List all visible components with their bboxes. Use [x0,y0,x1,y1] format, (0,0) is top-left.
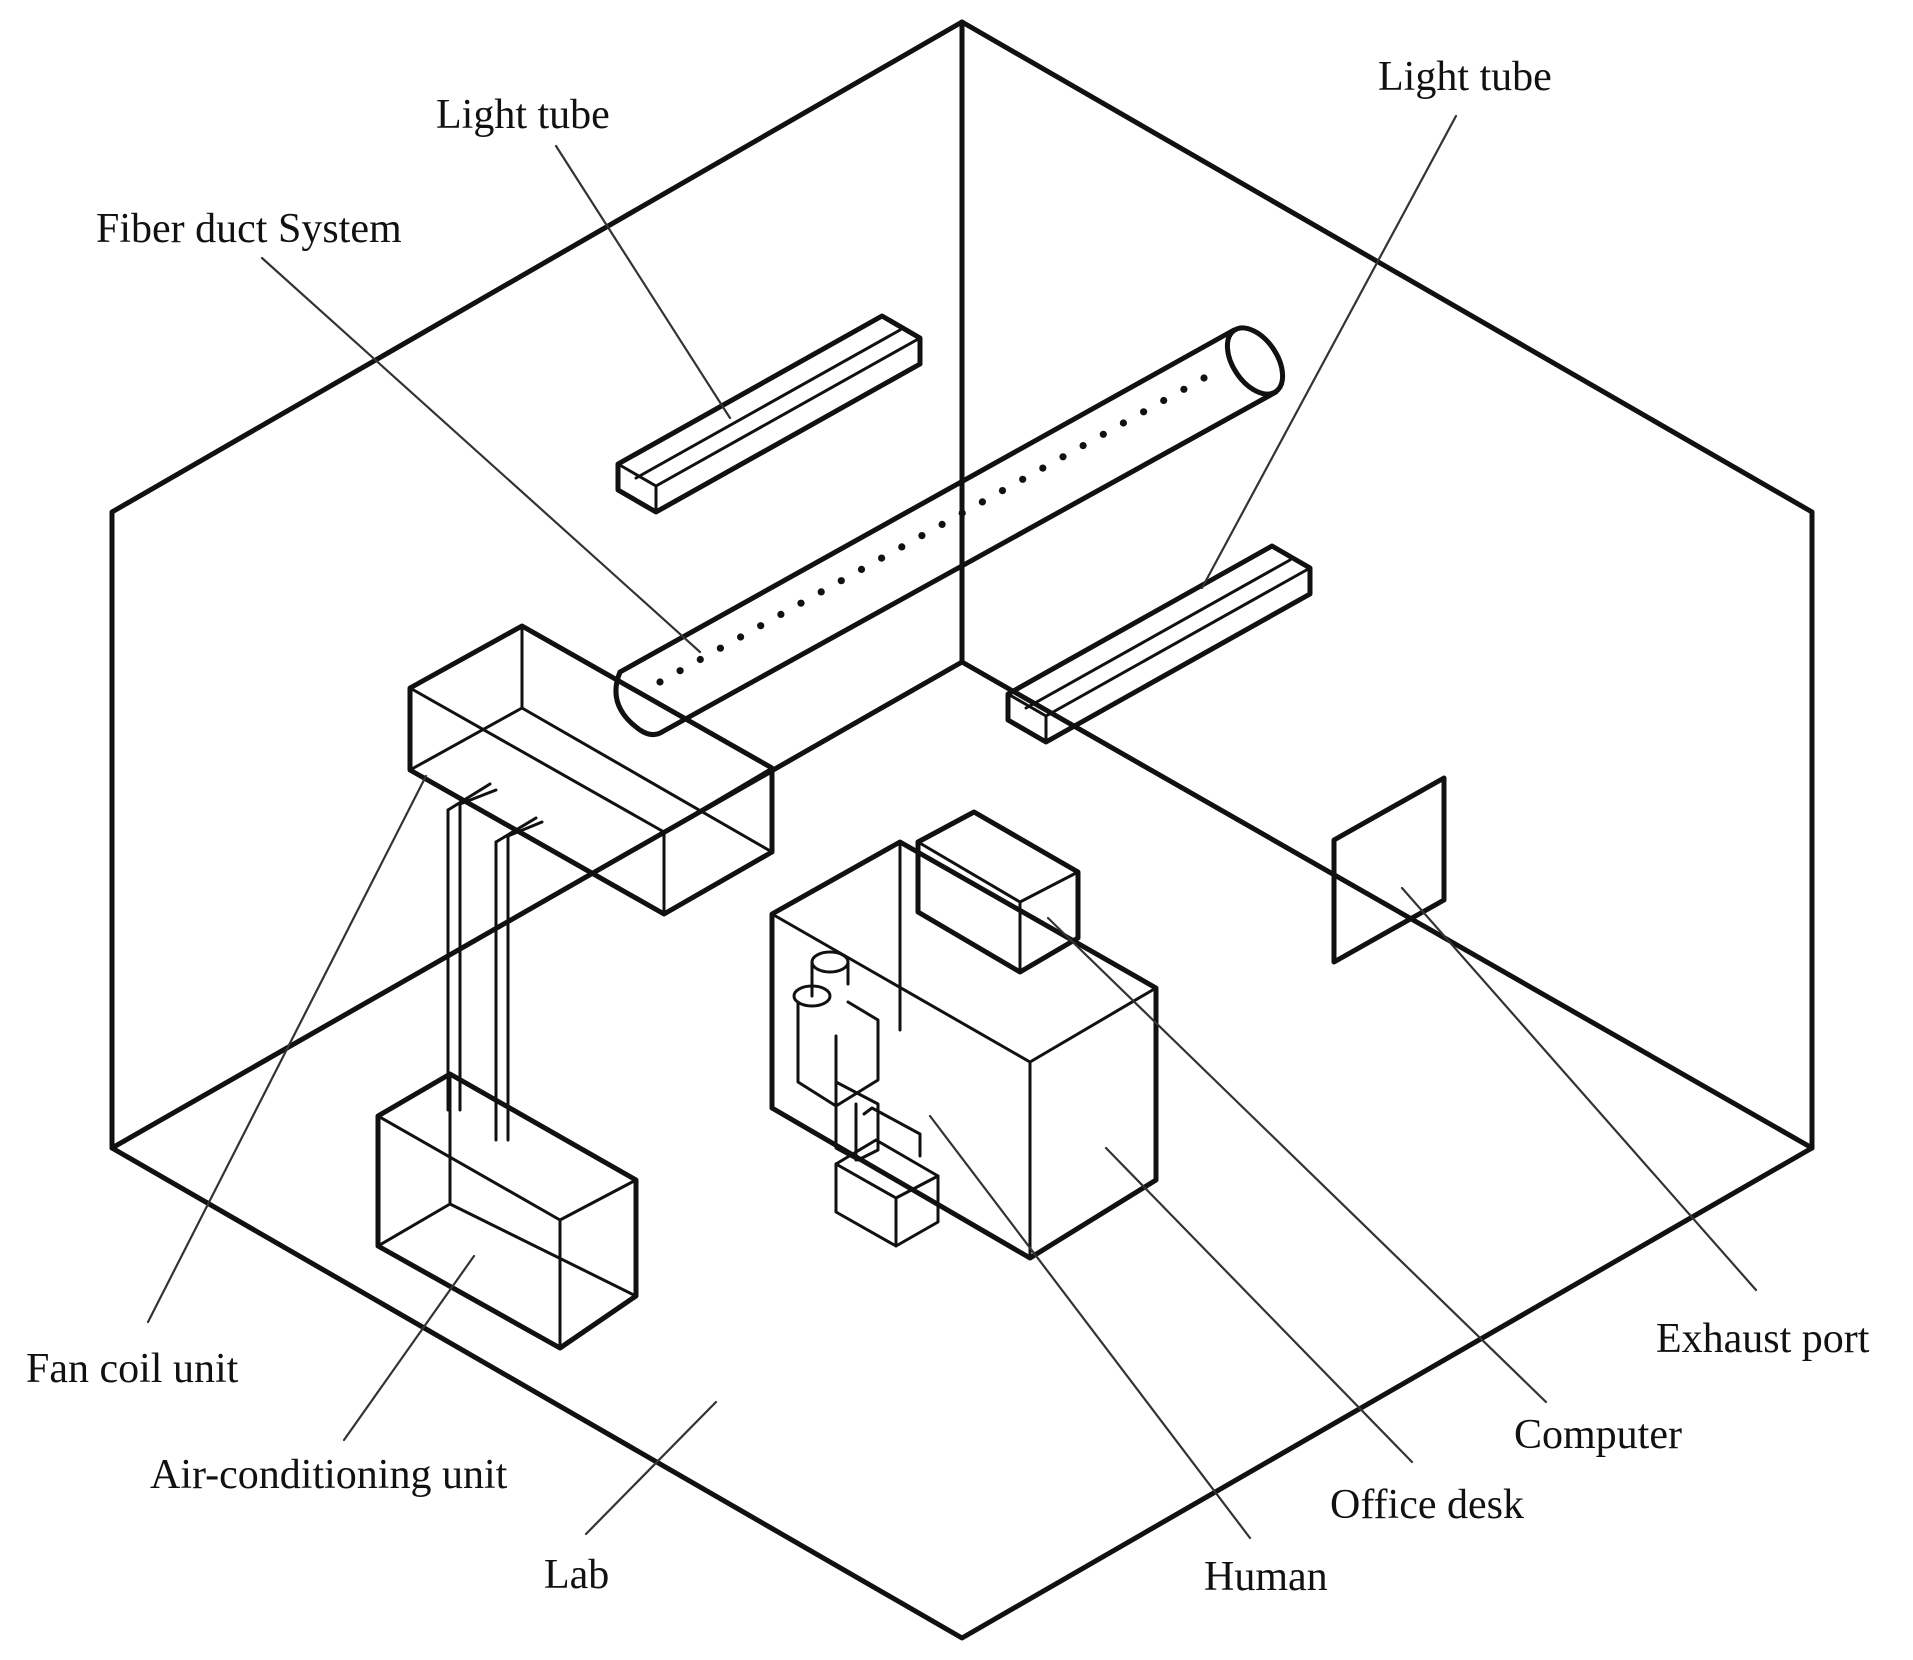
leader-light-tube-right [1200,114,1458,590]
leader-human [928,1114,1252,1540]
duct-hole [1160,396,1168,405]
leader-light-tube-left [554,144,732,420]
labels: Light tube Light tube Fiber duct System … [26,54,1870,1600]
human [792,950,940,1248]
leader-office-desk [1104,1146,1414,1464]
duct-holes [656,374,1208,686]
duct-hole [1039,464,1047,472]
pipes [446,782,544,1142]
room-box [109,19,1815,1641]
duct-hole [656,678,664,686]
duct-hole [837,577,845,585]
light-tube-right [1005,543,1313,745]
duct-hole [797,599,805,607]
duct-hole [696,655,704,664]
duct-hole [857,565,866,574]
air-conditioning-unit [375,1071,639,1351]
duct-hole [1180,385,1188,393]
duct-hole [676,667,684,675]
duct-hole [1059,453,1067,461]
label-office-desk: Office desk [1330,1482,1524,1528]
duct-hole [918,532,926,540]
leader-air-conditioning [342,1254,476,1442]
leader-lab [584,1400,718,1536]
duct-hole [1119,419,1127,427]
label-human: Human [1204,1554,1328,1600]
duct-hole [998,487,1007,495]
label-fan-coil: Fan coil unit [26,1346,239,1392]
duct-hole [1200,374,1208,382]
duct-hole [716,644,725,652]
exhaust-port [1331,775,1447,965]
duct-hole [757,622,765,630]
computer [915,809,1081,975]
duct-hole [737,633,745,641]
label-exhaust-port: Exhaust port [1656,1316,1870,1362]
leader-fiber-duct [260,256,702,654]
duct-hole [817,588,825,596]
fiber-duct [613,325,1286,738]
leader-exhaust-port [1400,886,1758,1292]
room-floor-left-edge [109,659,965,1151]
duct-hole [1099,430,1107,438]
label-light-tube-left: Light tube [436,92,610,138]
leader-computer [1046,916,1548,1404]
duct-hole [1079,442,1087,450]
duct-hole [878,554,886,562]
duct-hole [958,509,966,517]
duct-hole [1140,408,1148,416]
office-desk [769,839,1159,1261]
duct-hole [978,498,987,506]
duct-hole [938,520,946,529]
label-air-conditioning: Air-conditioning unit [150,1452,508,1498]
duct-hole [777,610,785,619]
duct-hole [1019,475,1027,483]
duct-hole [898,543,906,551]
room-floor-right-edge [959,659,1815,1151]
label-light-tube-right: Light tube [1378,54,1552,100]
fan-coil-unit [407,623,775,917]
label-lab: Lab [544,1552,609,1598]
leader-lines [146,114,1758,1540]
leader-fan-coil [146,774,428,1324]
label-fiber-duct: Fiber duct System [96,206,402,252]
light-tube-left [615,313,923,515]
label-computer: Computer [1514,1412,1682,1458]
